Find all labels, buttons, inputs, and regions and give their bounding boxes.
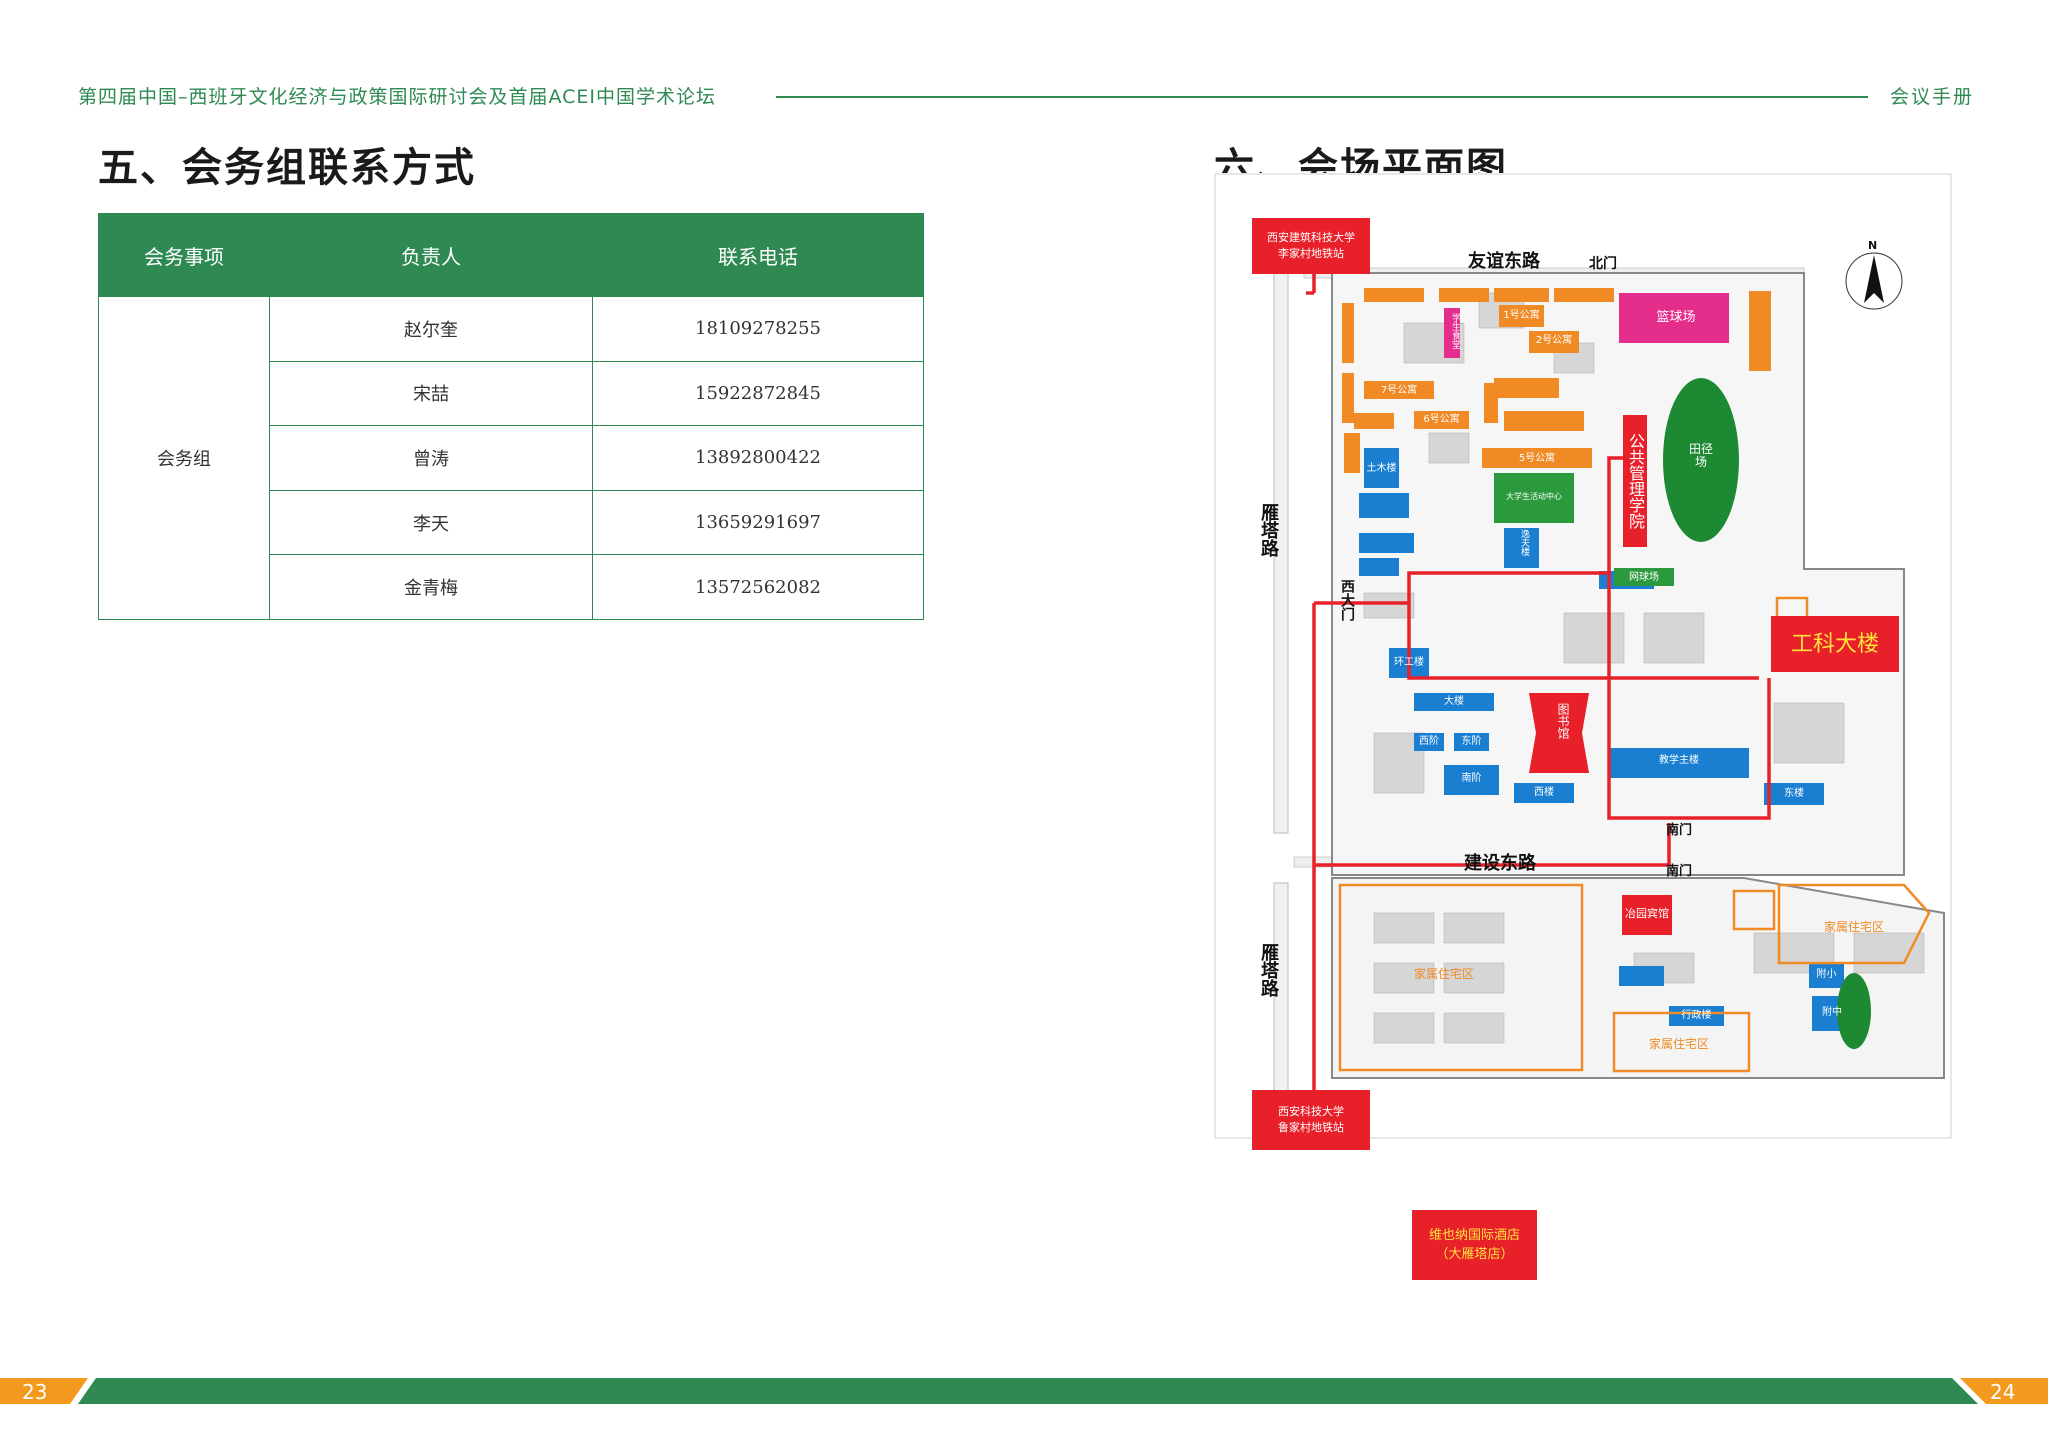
gate-south-outer: 南门 — [1666, 864, 1693, 879]
contacts-section-title: 五、会务组联系方式 — [98, 144, 476, 191]
callout-metro-lujiacun: 西安科技大学 鲁家村地铁站 — [1252, 1090, 1370, 1150]
handbook-label: 会议手册 — [1890, 86, 1975, 108]
phone-number: 13572562082 — [592, 554, 924, 620]
table-row: 金青梅 13572562082 — [99, 554, 924, 620]
table-header-row: 会务事项 负责人 联系电话 — [98, 213, 924, 297]
campus-map: 友谊东路 北门 雁塔路 雁塔路 建设东路 西大门 南门 南门 N 篮球场 田径场… — [1214, 173, 1952, 1150]
conference-title: 第四届中国–西班牙文化经济与政策国际研讨会及首届ACEI中国学术论坛 — [78, 86, 717, 108]
contacts-table: 会务事项 负责人 联系电话 会务组 赵尔奎 18109278255 宋喆 159… — [98, 213, 924, 620]
north-arrow-label: N — [1868, 239, 1878, 252]
label-track: 田径场 — [1688, 442, 1713, 470]
label-residence-east: 家属住宅区 — [1823, 920, 1884, 934]
label-residence-south: 家属住宅区 — [1648, 1037, 1709, 1051]
table-row: 宋喆 15922872845 — [99, 360, 924, 427]
label-xijie: 西阶 — [1419, 736, 1439, 747]
label-student-center: 大学生活动中心 — [1506, 492, 1562, 501]
label-xingzheng: 行政楼 — [1681, 1010, 1712, 1021]
column-header-person: 负责人 — [269, 213, 593, 297]
column-header-phone: 联系电话 — [592, 213, 924, 297]
callout-venue: 工科大楼 — [1771, 616, 1899, 672]
gate-north: 北门 — [1589, 256, 1617, 272]
page-number-right: 24 — [1990, 1380, 2016, 1404]
label-donglou: 东楼 — [1784, 788, 1804, 799]
road-yanta-upper: 雁塔路 — [1258, 503, 1279, 557]
phone-number: 13892800422 — [592, 425, 924, 491]
label-dorm5: 5号公寓 — [1518, 453, 1556, 464]
label-residence-west: 家属住宅区 — [1413, 967, 1474, 981]
label-nanjie: 南阶 — [1461, 773, 1482, 784]
label-xilou: 西楼 — [1534, 787, 1554, 798]
person-name: 李天 — [269, 489, 593, 556]
label-civil: 土木楼 — [1366, 463, 1397, 474]
label-basketball: 篮球场 — [1656, 310, 1696, 325]
label-dongjie: 东阶 — [1461, 736, 1482, 747]
column-header-affair: 会务事项 — [98, 213, 270, 297]
label-canteen: 学生食堂 — [1450, 313, 1460, 349]
gate-west: 西大门 — [1339, 579, 1355, 621]
road-yanta-lower: 雁塔路 — [1258, 943, 1279, 997]
person-name: 曾涛 — [269, 425, 593, 491]
callout-metro-lijiacun: 西安建筑科技大学 李家村地铁站 — [1252, 218, 1370, 274]
person-name: 赵尔奎 — [269, 296, 593, 362]
label-tennis: 网球场 — [1629, 572, 1659, 583]
page-number-left: 23 — [22, 1380, 48, 1404]
table-row: 曾涛 13892800422 — [99, 425, 924, 491]
label-main-teaching: 教学主楼 — [1659, 755, 1699, 766]
callout-hotel: 维也纳国际酒店 （大雁塔店） — [1412, 1210, 1537, 1280]
label-hotel-zhiyuan: 冶园宾馆 — [1625, 907, 1669, 920]
group-cell: 会务组 — [98, 296, 270, 620]
gate-south-inner: 南门 — [1666, 823, 1693, 838]
label-dorm2: 2号公寓 — [1535, 335, 1573, 346]
label-huangong: 环工楼 — [1394, 657, 1424, 668]
label-dalou: 大楼 — [1444, 696, 1464, 707]
phone-number: 13659291697 — [592, 489, 924, 556]
label-dorm1: 1号公寓 — [1503, 310, 1540, 321]
label-yifu: 逸夫楼 — [1519, 529, 1529, 556]
label-fuzhong: 附中 — [1822, 1007, 1842, 1018]
phone-number: 15922872845 — [592, 360, 924, 427]
footer-bar — [0, 1378, 2048, 1404]
road-youyi-east: 友谊东路 — [1468, 251, 1540, 272]
phone-number: 18109278255 — [592, 296, 924, 362]
header-divider — [776, 96, 1868, 98]
table-row: 李天 13659291697 — [99, 489, 924, 556]
callout-school: 公共管理学院 — [1623, 415, 1647, 547]
label-dorm7: 7号公寓 — [1380, 385, 1418, 396]
label-fuxiao: 附小 — [1816, 969, 1837, 980]
label-library: 图书馆 — [1556, 703, 1570, 739]
table-row: 会务组 赵尔奎 18109278255 — [98, 296, 924, 620]
label-dorm6: 6号公寓 — [1423, 414, 1460, 425]
road-jianshe-east: 建设东路 — [1464, 853, 1536, 874]
person-name: 金青梅 — [269, 554, 593, 620]
person-name: 宋喆 — [269, 360, 593, 427]
